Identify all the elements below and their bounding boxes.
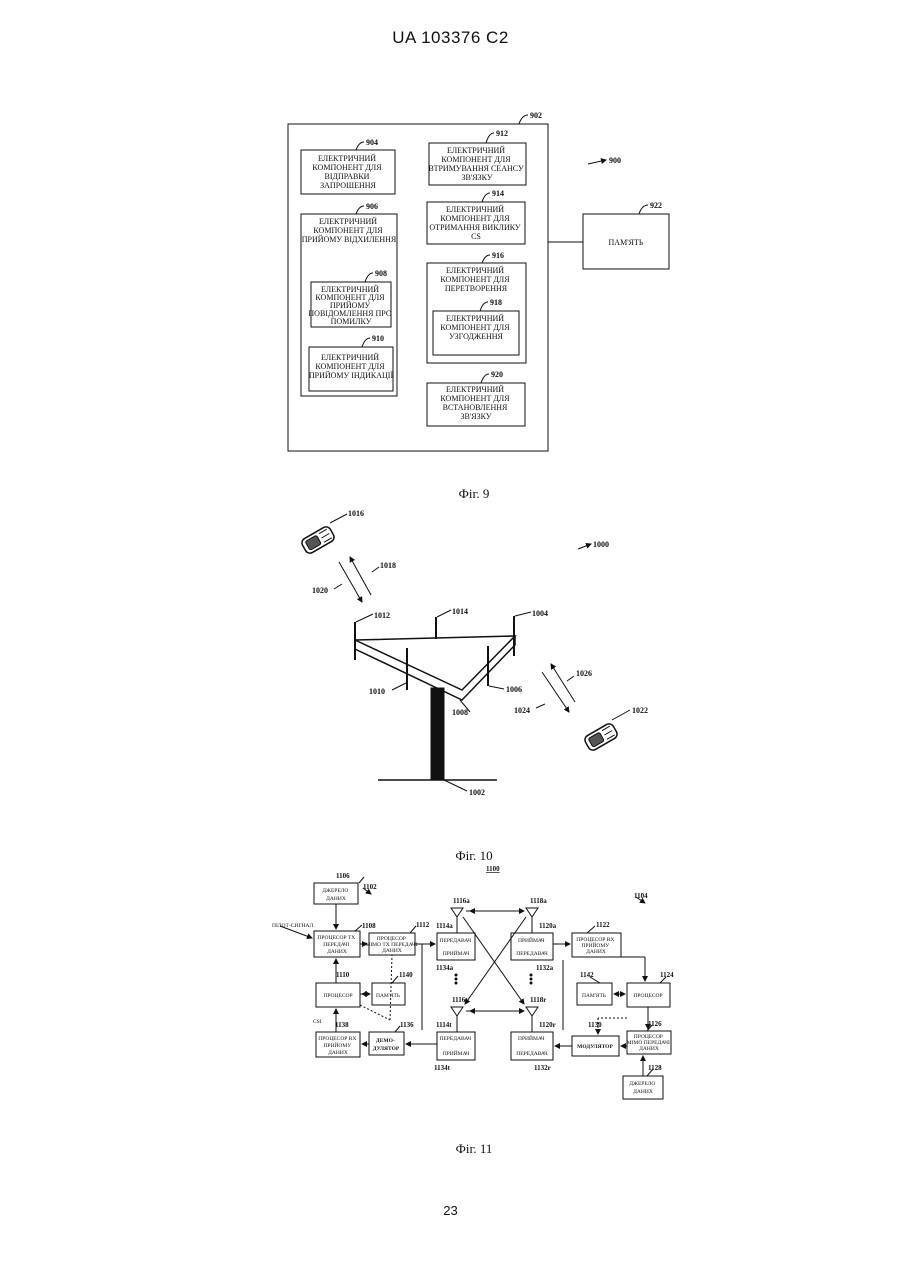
ref-1138: 1138	[335, 1021, 349, 1029]
ref-1116t: 1116t	[452, 996, 468, 1004]
ref-1142: 1142	[580, 971, 594, 979]
ref-1136: 1136	[400, 1021, 414, 1029]
box-1128	[623, 1076, 663, 1099]
ref-1012: 1012	[374, 611, 390, 620]
ref-900: 900	[609, 156, 621, 165]
ref-902: 902	[530, 111, 542, 120]
ref-910: 910	[372, 334, 384, 343]
figure-10-text: 1016 1000 1018 1020 1012 1014 1004 1010 …	[312, 509, 648, 863]
ref-1008: 1008	[452, 708, 468, 717]
ref-912: 912	[496, 129, 508, 138]
ref-920: 920	[491, 370, 503, 379]
antenna-1118r	[526, 1007, 538, 1016]
ref-1132a: 1132a	[536, 964, 554, 972]
ref-1106: 1106	[336, 872, 350, 880]
ref-906: 906	[366, 202, 378, 211]
label-1138: ПРОЦЕСОР RX ПРИЙОМУ ДАНИХ	[318, 1036, 358, 1056]
ref-918: 918	[490, 298, 502, 307]
ref-1002: 1002	[469, 788, 485, 797]
ref-1118a: 1118a	[530, 897, 547, 905]
label-1114t: ПЕРЕДАВАЧ ПРИЙМАЧ	[440, 1036, 473, 1057]
ref-1022: 1022	[632, 706, 648, 715]
ref-1004: 1004	[532, 609, 548, 618]
ref-1114t: 1114t	[436, 1021, 452, 1029]
ref-1120a: 1120a	[539, 922, 557, 930]
ref-1134t: 1134t	[434, 1064, 451, 1072]
ref-1130: 1130	[588, 1021, 602, 1029]
label-1126: ПРОЦЕСОР МІМО ПЕРЕДАЧІ ДАНИХ	[627, 1034, 671, 1052]
ref-1104: 1104	[634, 892, 648, 900]
label-1128: ДЖЕРЕЛО ДАНИХ	[629, 1081, 656, 1095]
label-1110: ПРОЦЕСОР	[323, 993, 352, 999]
label-1120a: ПРИЙМАЧ ПЕРЕДАВАЧ	[516, 936, 548, 957]
ref-1120r: 1120r	[539, 1021, 556, 1029]
label-1136: ДЕМО- ДУЛЯТОР	[373, 1038, 400, 1052]
ref-1024: 1024	[514, 706, 530, 715]
caption-fig-9: Фіг. 9	[459, 486, 490, 501]
label-1108: ПРОЦЕСОР TX ПЕРЕДАЧІ ДАНИХ	[317, 935, 356, 955]
ref-904: 904	[366, 138, 378, 147]
label-914: ЕЛЕКТРИЧНИЙ КОМПОНЕНТ ДЛЯ ОТРИМАННЯ ВИКЛ…	[429, 205, 522, 241]
label-1114a: ПЕРЕДАВАЧ ПРИЙМАЧ	[440, 938, 473, 957]
pilot-signal-label: ПІЛОТ-СИГНАЛ	[272, 923, 313, 929]
label-916: ЕЛЕКТРИЧНИЙ КОМПОНЕНТ ДЛЯ ПЕРЕТВОРЕННЯ	[440, 266, 511, 293]
ref-1122: 1122	[596, 921, 610, 929]
ref-1016: 1016	[348, 509, 364, 518]
mobile-device-1022	[583, 722, 619, 752]
mobile-device-1016	[300, 525, 336, 555]
label-1140: ПАМ'ЯТЬ	[376, 993, 400, 999]
ref-1128: 1128	[648, 1064, 662, 1072]
figure-10	[300, 514, 630, 791]
ref-1018: 1018	[380, 561, 396, 570]
ref-1020: 1020	[312, 586, 328, 595]
antenna-1116t	[451, 1007, 463, 1016]
label-918: ЕЛЕКТРИЧНИЙ КОМПОНЕНТ ДЛЯ УЗГОДЖЕННЯ	[440, 314, 511, 341]
ref-1010: 1010	[369, 687, 385, 696]
ref-1110: 1110	[336, 971, 350, 979]
label-920: ЕЛЕКТРИЧНИЙ КОМПОНЕНТ ДЛЯ ВСТАНОВЛЕННЯ З…	[440, 385, 511, 421]
ref-1140: 1140	[399, 971, 413, 979]
figure-11	[280, 877, 671, 1099]
label-1106: ДЖЕРЕЛО ДАНИХ	[322, 888, 349, 902]
label-1120r: ПРИЙМАЧ ПЕРЕДАВАЧ	[516, 1034, 548, 1057]
csi-label: CSI	[313, 1019, 322, 1025]
ref-1134a: 1134a	[436, 964, 454, 972]
ref-908: 908	[375, 269, 387, 278]
ref-916: 916	[492, 251, 504, 260]
label-912: ЕЛЕКТРИЧНИЙ КОМПОНЕНТ ДЛЯ ВТРИМУВАННЯ СЕ…	[428, 146, 525, 182]
ref-922: 922	[650, 201, 662, 210]
ref-1124: 1124	[660, 971, 674, 979]
tower-mast	[431, 688, 444, 780]
ref-1114a: 1114a	[436, 922, 453, 930]
ref-1026: 1026	[576, 669, 592, 678]
ref-1100: 1100	[486, 865, 500, 873]
caption-fig-10: Фіг. 10	[455, 848, 492, 863]
antenna-1116a	[451, 908, 463, 917]
ref-1000: 1000	[593, 540, 609, 549]
ref-1132r: 1132r	[534, 1064, 551, 1072]
ref-1116a: 1116a	[453, 897, 470, 905]
label-1122: ПРОЦЕСОР RX ПРИЙОМУ ДАНИХ	[576, 937, 616, 955]
ref-1118r: 1118r	[530, 996, 546, 1004]
page-number: 23	[0, 1203, 901, 1218]
caption-fig-11: Фіг. 11	[456, 1141, 493, 1156]
ref-1126: 1126	[648, 1020, 662, 1028]
label-1130: МОДУЛЯТОР	[577, 1044, 613, 1050]
ref-1006: 1006	[506, 685, 522, 694]
ref-914: 914	[492, 189, 504, 198]
label-904: ЕЛЕКТРИЧНИЙ КОМПОНЕНТ ДЛЯ ВІДПРАВКИ ЗАПР…	[312, 154, 383, 190]
antenna-1118a	[526, 908, 538, 917]
ref-1102: 1102	[363, 883, 377, 891]
label-922: ПАМ'ЯТЬ	[609, 238, 644, 247]
label-1112: ПРОЦЕСОР МІМО TX ПЕРЕДАЧІ ДАНИХ	[365, 936, 418, 954]
ref-1014: 1014	[452, 607, 468, 616]
ref-1112: 1112	[416, 921, 430, 929]
label-906: ЕЛЕКТРИЧНИЙ КОМПОНЕНТ ДЛЯ ПРИЙОМУ ВІДХИЛ…	[302, 217, 397, 244]
label-910: ЕЛЕКТРИЧНИЙ КОМПОНЕНТ ДЛЯ ПРИЙОМУ ІНДИКА…	[309, 353, 394, 380]
label-1142: ПАМ'ЯТЬ	[582, 993, 606, 999]
label-908: ЕЛЕКТРИЧНИЙ КОМПОНЕНТ ДЛЯ ПРИЙОМУ ПОВІДО…	[308, 285, 393, 326]
ref-1108: 1108	[362, 922, 376, 930]
label-1124: ПРОЦЕСОР	[633, 993, 662, 999]
